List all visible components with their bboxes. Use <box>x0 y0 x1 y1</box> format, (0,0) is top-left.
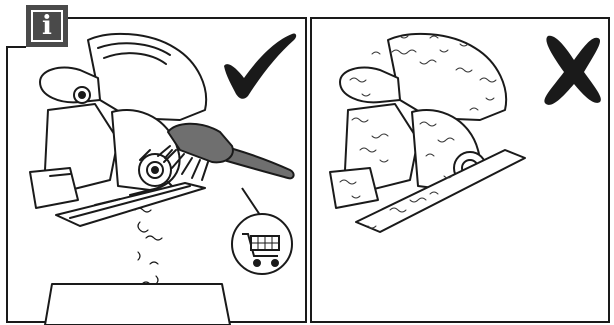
check-mark-icon <box>224 33 296 98</box>
cross-mark-icon <box>544 36 600 105</box>
info-icon: i <box>31 10 63 42</box>
info-badge: i <box>26 5 68 47</box>
dusty-saw-illustration <box>330 34 525 232</box>
shopping-cart-icon <box>232 188 292 274</box>
